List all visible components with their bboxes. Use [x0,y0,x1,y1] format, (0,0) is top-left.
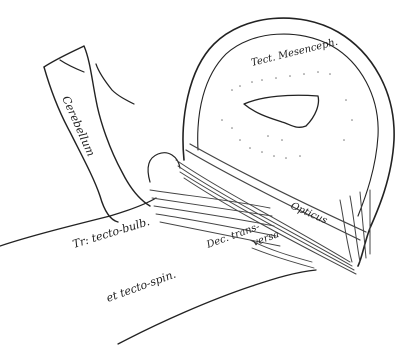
label-tecto-spin: et tecto-spin. [105,268,178,305]
cerebellum-outline [44,46,150,222]
stipple-dots [221,71,353,159]
ventricle-cavity [244,95,319,127]
label-tectum: Tect. Mesenceph. [250,37,339,69]
label-tr-tecto-bulb: Tr: tecto-bulb. [71,215,151,251]
diagram-labels: Tect. Mesenceph. Cerebellum Tr: tecto-bu… [59,37,339,305]
label-opticus: Opticus [289,201,329,227]
fibre-tract-hatching [150,144,370,274]
